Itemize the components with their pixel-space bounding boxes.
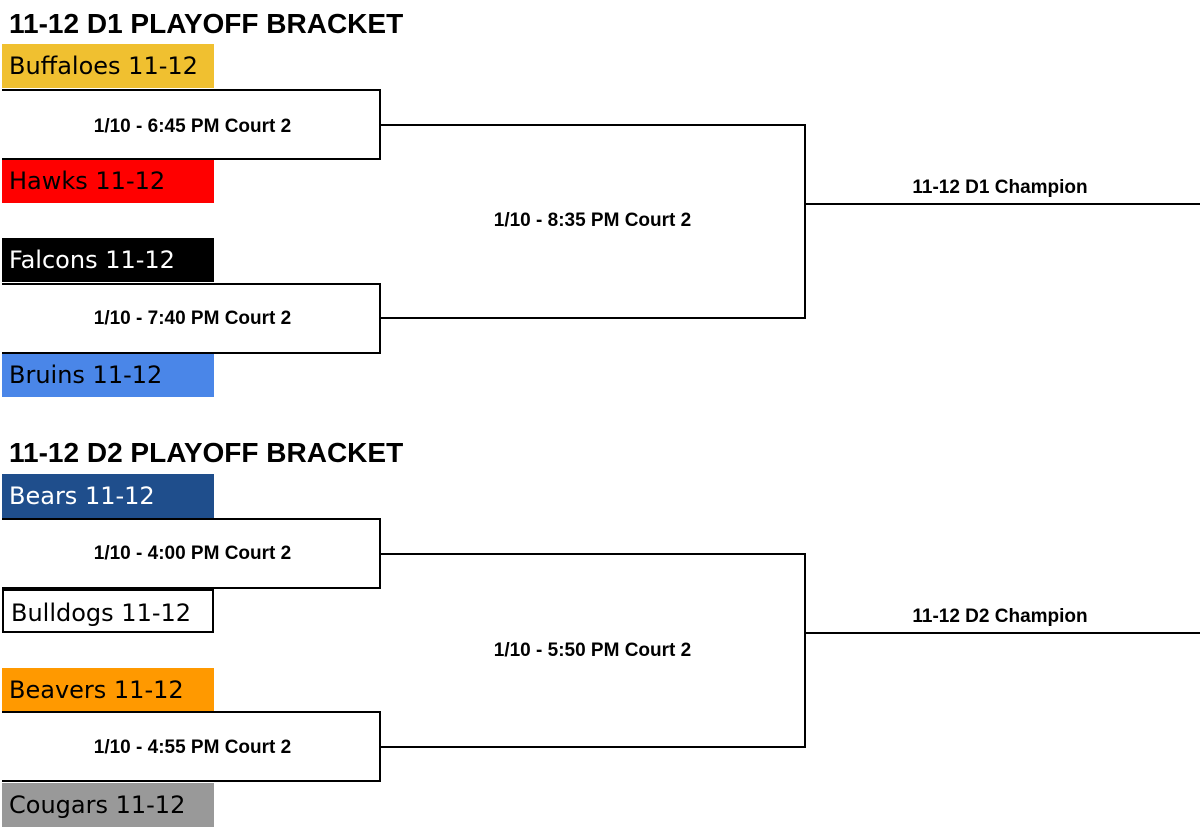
bracket-line — [379, 553, 806, 555]
team-slot-d2-2: Bulldogs 11-12 — [2, 589, 214, 633]
game-label-d1-1: 1/10 - 6:45 PM Court 2 — [93, 116, 292, 137]
bracket-line — [2, 518, 381, 520]
bracket-line — [2, 711, 381, 713]
bracket-line — [804, 632, 1200, 634]
bracket-title-d1: 11-12 D1 PLAYOFF BRACKET — [9, 8, 404, 39]
champion-label-d2: 11-12 D2 Champion — [912, 606, 1088, 627]
bracket-line — [379, 317, 806, 319]
bracket-title-d2: 11-12 D2 PLAYOFF BRACKET — [9, 437, 404, 468]
bracket-line — [2, 780, 381, 782]
game-label-d2-1: 1/10 - 4:00 PM Court 2 — [93, 543, 292, 564]
bracket-line — [379, 746, 806, 748]
team-slot-d1-3: Falcons 11-12 — [2, 238, 214, 282]
bracket-line — [804, 203, 1200, 205]
final-game-label-d1: 1/10 - 8:35 PM Court 2 — [493, 210, 692, 231]
team-slot-d2-1: Bears 11-12 — [2, 474, 214, 518]
bracket-line — [804, 553, 806, 748]
bracket-line — [379, 124, 806, 126]
team-slot-d2-3: Beavers 11-12 — [2, 668, 214, 712]
bracket-line — [804, 124, 806, 319]
team-slot-d2-4: Cougars 11-12 — [2, 783, 214, 827]
team-slot-d1-4: Bruins 11-12 — [2, 353, 214, 397]
champion-label-d1: 11-12 D1 Champion — [912, 177, 1088, 198]
bracket-line — [2, 352, 381, 354]
game-label-d1-2: 1/10 - 7:40 PM Court 2 — [93, 308, 292, 329]
bracket-line — [2, 283, 381, 285]
final-game-label-d2: 1/10 - 5:50 PM Court 2 — [493, 640, 692, 661]
team-slot-d1-2: Hawks 11-12 — [2, 159, 214, 203]
game-label-d2-2: 1/10 - 4:55 PM Court 2 — [93, 737, 292, 758]
bracket-line — [2, 89, 381, 91]
team-slot-d1-1: Buffaloes 11-12 — [2, 44, 214, 88]
bracket-line — [2, 158, 381, 160]
bracket-line — [2, 587, 381, 589]
